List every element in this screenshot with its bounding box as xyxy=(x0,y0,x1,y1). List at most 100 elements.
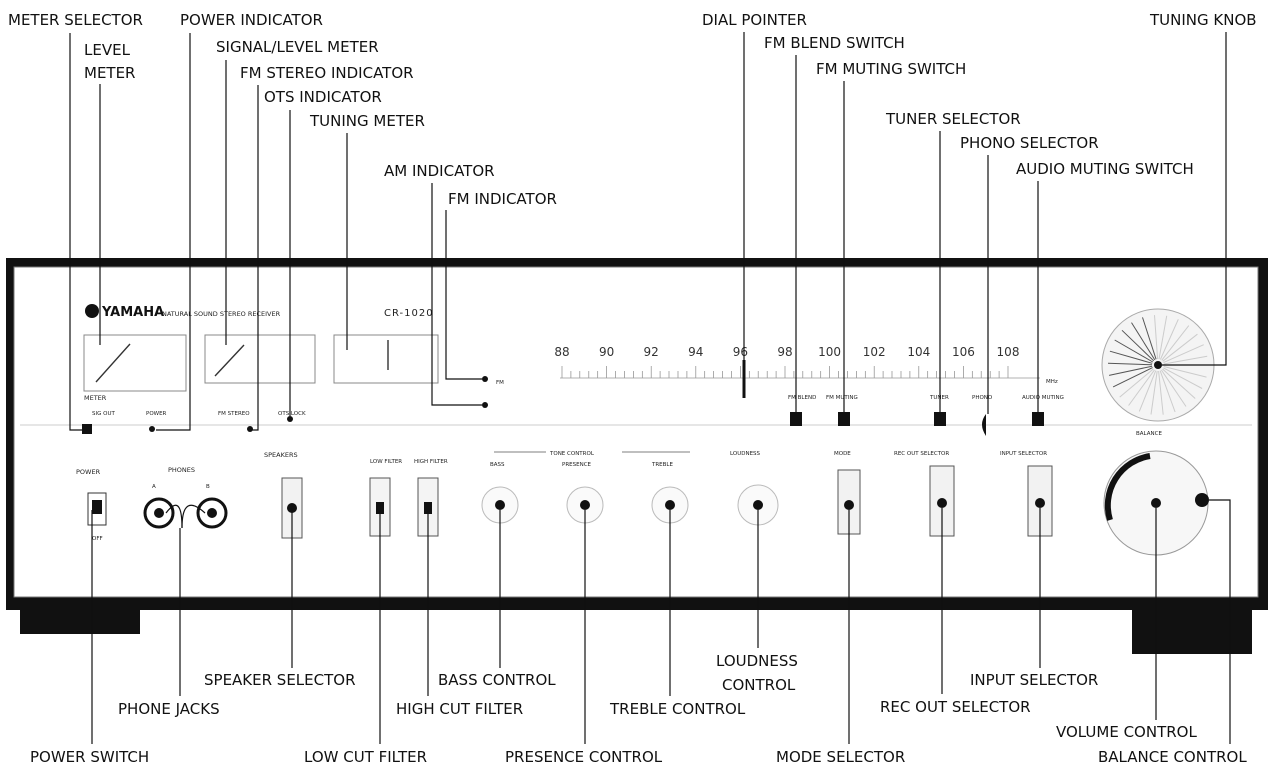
dial-number: 88 xyxy=(554,345,569,359)
callout-volume-control: VOLUME CONTROL xyxy=(1056,723,1197,741)
phones-a-label: A xyxy=(152,484,156,490)
tuning-knob-ray xyxy=(1161,325,1190,361)
dial-unit: MHz xyxy=(1046,379,1058,385)
callout-power-switch: POWER SWITCH xyxy=(30,748,149,766)
meter-label: METER xyxy=(84,394,107,402)
input-selector-label: INPUT SELECTOR xyxy=(1000,451,1047,457)
treble-knob-center xyxy=(665,500,675,510)
callout-bass-control: BASS CONTROL xyxy=(438,671,556,689)
leader-lines xyxy=(69,32,1231,744)
tuner-label: TUNER xyxy=(929,395,949,401)
phone-jack-a-hole xyxy=(154,508,164,518)
tuning-knob-ray xyxy=(1163,367,1203,389)
callout-fm-stereo-indicator: FM STEREO INDICATOR xyxy=(240,64,414,82)
audio-muting-button[interactable] xyxy=(1032,412,1044,426)
leader-fm-indicator xyxy=(445,210,482,380)
callout-fm-muting-switch: FM MUTING SWITCH xyxy=(816,60,966,78)
dial-number: 108 xyxy=(997,345,1020,359)
tuner-button[interactable] xyxy=(934,412,946,426)
phones-b-label: B xyxy=(206,484,210,490)
presence-label: PRESENCE xyxy=(562,462,592,468)
tuning-knob-ray xyxy=(1160,369,1187,407)
presence-knob-center xyxy=(580,500,590,510)
receiver-cabinet xyxy=(6,258,1268,654)
meter-selector-button[interactable] xyxy=(82,424,92,434)
callout-fm-blend-switch: FM BLEND SWITCH xyxy=(764,34,905,52)
phono-button[interactable] xyxy=(982,414,986,436)
right-foot xyxy=(1132,598,1252,654)
volume-control-rim xyxy=(1104,453,1151,521)
callout-dial-pointer: DIAL POINTER xyxy=(702,11,807,29)
speakers-label: SPEAKERS xyxy=(264,451,298,459)
dial-number: 102 xyxy=(863,345,886,359)
leader-power-indicator xyxy=(156,33,191,431)
leader-fm-stereo-indicator xyxy=(252,85,259,431)
tuning-knob-grip xyxy=(1107,315,1208,415)
meters: METER SIG OUT POWER FM STEREO OTS LOCK xyxy=(82,334,439,434)
callout-labels: METER SELECTOR LEVEL METER POWER INDICAT… xyxy=(8,11,1257,766)
callout-audio-muting-switch: AUDIO MUTING SWITCH xyxy=(1016,160,1194,178)
tuning-knob-ray xyxy=(1114,339,1154,363)
level-meter-needle xyxy=(95,343,131,383)
phones-label: PHONES xyxy=(168,466,195,474)
rec-out-selector-label: REC OUT SELECTOR xyxy=(894,451,949,457)
callout-presence-control: PRESENCE CONTROL xyxy=(505,748,663,766)
callout-meter-selector: METER SELECTOR xyxy=(8,11,143,29)
callout-rec-out-selector: REC OUT SELECTOR xyxy=(880,698,1031,716)
callout-speaker-selector: SPEAKER SELECTOR xyxy=(204,671,356,689)
ots-lock-label: OTS LOCK xyxy=(278,411,306,417)
signal-meter-needle xyxy=(214,344,245,377)
model-number: CR-1020 xyxy=(384,308,434,319)
dial-number: 96 xyxy=(733,345,748,359)
callout-balance-control: BALANCE CONTROL xyxy=(1098,748,1247,766)
callout-power-indicator: POWER INDICATOR xyxy=(180,11,323,29)
dial-number: 94 xyxy=(688,345,703,359)
callout-tuning-meter: TUNING METER xyxy=(309,112,425,130)
fm-muting-button[interactable] xyxy=(838,412,850,426)
leader-meter-selector xyxy=(69,33,82,431)
callout-mode-selector: MODE SELECTOR xyxy=(776,748,905,766)
dial-number: 104 xyxy=(907,345,930,359)
tuning-knob-ray xyxy=(1150,370,1158,415)
callout-low-cut-filter: LOW CUT FILTER xyxy=(304,748,427,766)
callout-ots-indicator: OTS INDICATOR xyxy=(264,88,382,106)
tuning-knob-ray xyxy=(1162,368,1196,399)
tuning-knob-ray xyxy=(1108,365,1153,376)
callout-high-cut-filter: HIGH CUT FILTER xyxy=(396,700,523,718)
signal-level-meter xyxy=(204,334,316,384)
fm-blend-button[interactable] xyxy=(790,412,802,426)
callout-level-meter-line1: LEVEL xyxy=(84,41,131,59)
rec-out-selector-knob xyxy=(937,498,947,508)
power-off-label: OFF xyxy=(92,536,103,542)
front-panel-edge xyxy=(13,266,1259,598)
tuning-knob-ray xyxy=(1109,350,1153,364)
loudness-knob-center xyxy=(753,500,763,510)
tuning-knob-ray xyxy=(1119,368,1154,398)
leader-phone-jack-b xyxy=(181,504,206,529)
dial-number: 98 xyxy=(777,345,792,359)
balance-label: BALANCE xyxy=(1136,431,1162,437)
balance-control[interactable] xyxy=(1195,493,1209,507)
callout-treble-control: TREBLE CONTROL xyxy=(609,700,746,718)
tuning-knob-ray xyxy=(1138,370,1157,412)
high-filter-label: HIGH FILTER xyxy=(414,459,448,465)
fm-stereo-label: FM STEREO xyxy=(218,411,250,417)
power-indicator-label: POWER xyxy=(146,411,167,417)
am-indicator-lamp xyxy=(482,402,488,408)
yamaha-logo-icon xyxy=(85,304,99,318)
volume-knob-center xyxy=(1151,498,1161,508)
mode-label: MODE xyxy=(834,451,851,457)
callout-input-selector: INPUT SELECTOR xyxy=(970,671,1098,689)
fm-indicator-lamp xyxy=(482,376,488,382)
tuning-knob-ray xyxy=(1163,355,1208,365)
leader-balance-control xyxy=(1209,499,1231,744)
tone-control-label: TONE CONTROL xyxy=(549,451,595,457)
tuning-knob-ray xyxy=(1154,315,1159,360)
phone-jack-b-hole xyxy=(207,508,217,518)
mode-selector-knob xyxy=(844,500,854,510)
lower-controls: POWER OFF PHONES A B SPEAKERS LOW FILTER… xyxy=(76,431,1209,556)
dial-number: 106 xyxy=(952,345,975,359)
